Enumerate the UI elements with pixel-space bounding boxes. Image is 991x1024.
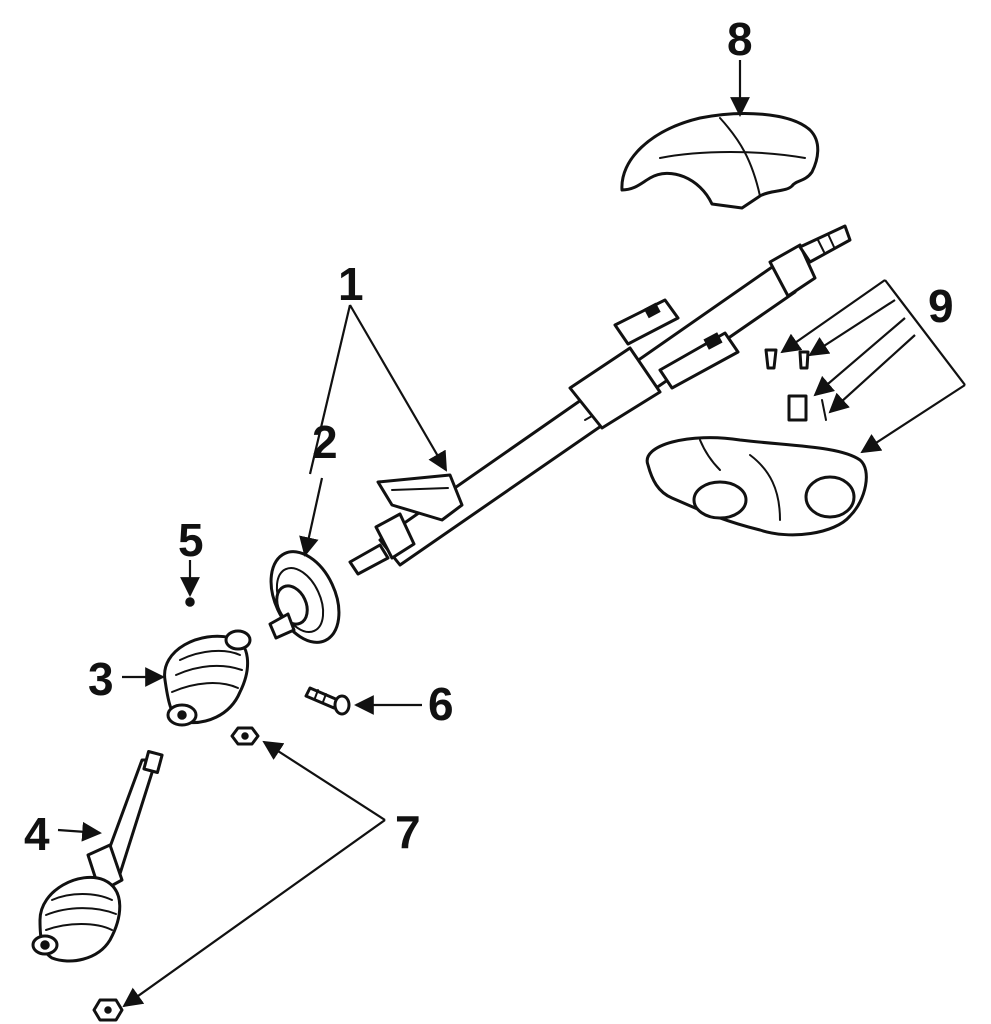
callout-5: 5 (178, 514, 204, 566)
bolt-part (304, 686, 351, 716)
callout-1: 1 (338, 258, 364, 310)
callout-3: 3 (88, 653, 114, 705)
lower-intermediate-shaft-part (31, 749, 164, 963)
leader-lines (57, 60, 966, 1008)
callout-8: 8 (727, 13, 753, 65)
steering-column-part (348, 224, 852, 576)
callout-2: 2 (312, 416, 338, 468)
upper-shroud-part (620, 112, 820, 210)
shroud-screw-part (764, 348, 827, 422)
callout-6: 6 (428, 678, 454, 730)
pin-part (185, 597, 195, 607)
nut-part (92, 726, 260, 1022)
lower-shroud-part (645, 436, 868, 537)
callout-4: 4 (24, 808, 50, 860)
callout-9: 9 (928, 280, 954, 332)
upper-intermediate-joint-part (163, 629, 252, 727)
column-seal-part (268, 550, 341, 644)
callout-7: 7 (395, 806, 421, 858)
callout-labels: 1 2 3 4 5 6 7 8 9 (24, 13, 954, 860)
